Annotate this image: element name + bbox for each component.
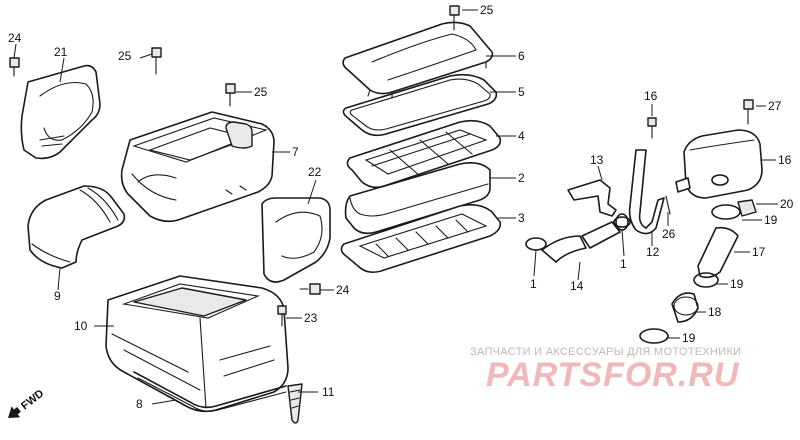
- watermark-caption: ЗАПЧАСТИ И АКСЕССУАРЫ ДЛЯ МОТОТЕХНИКИ: [470, 346, 742, 358]
- leader-lines: [13, 9, 778, 405]
- part-4-element-holder: [346, 119, 502, 189]
- callout-13: 13: [590, 153, 604, 167]
- callout-labels: 1 1 2 3 4 5 6 7 8 9 10 11 12 13 14 16 16…: [8, 3, 794, 411]
- part-2-air-cleaner-element: [344, 162, 491, 235]
- part-21-side-cover: [20, 64, 101, 160]
- callout-1: 1: [530, 277, 537, 291]
- part-7-air-cleaner-case: [120, 111, 275, 223]
- callout-11: 11: [322, 385, 335, 399]
- part-12-breather-tube: [628, 149, 665, 235]
- callout-19: 19: [764, 213, 778, 227]
- callout-5: 5: [518, 85, 525, 99]
- part-11-drain-plug: [287, 383, 303, 424]
- callout-17: 17: [752, 245, 766, 259]
- part-8-gasket: [133, 371, 287, 412]
- callout-14: 14: [570, 279, 584, 293]
- callout-4: 4: [518, 129, 525, 143]
- part-18-drain-plug: [671, 292, 699, 323]
- part-20-clamp: [737, 199, 757, 217]
- part-16-breather-chamber: [675, 129, 763, 199]
- callout-7: 7: [292, 145, 299, 159]
- part-17-drain-hose: [697, 226, 739, 279]
- fwd-arrow-icon: [8, 406, 21, 418]
- callout-19: 19: [730, 277, 744, 291]
- callout-20: 20: [780, 197, 794, 211]
- callout-2: 2: [518, 171, 525, 185]
- part-3-lower-grid: [340, 204, 502, 274]
- callout-26: 26: [662, 227, 676, 241]
- part-13-bracket: [567, 179, 617, 217]
- callout-12: 12: [646, 245, 660, 259]
- part-14-connecting-hose: [541, 213, 629, 263]
- callout-21: 21: [54, 45, 68, 59]
- callout-3: 3: [518, 211, 525, 225]
- callout-6: 6: [518, 49, 525, 63]
- part-10-lower-case: [105, 275, 289, 413]
- part-19-hose-clip: [525, 204, 741, 344]
- callout-25: 25: [254, 85, 268, 99]
- callout-24: 24: [336, 283, 350, 297]
- callout-18: 18: [708, 305, 722, 319]
- callout-24: 24: [8, 31, 22, 45]
- callout-8: 8: [136, 397, 143, 411]
- callout-19: 19: [682, 331, 696, 345]
- callout-23: 23: [304, 311, 318, 325]
- callout-27: 27: [768, 99, 782, 113]
- watermark-logo: PARTSFOR.RU: [486, 356, 740, 394]
- callout-10: 10: [74, 319, 88, 333]
- callout-1: 1: [620, 257, 627, 271]
- callout-16: 16: [778, 153, 792, 167]
- fwd-arrow: FWD: [8, 388, 46, 418]
- part-6-air-cleaner-cover: [342, 21, 494, 99]
- callout-16: 16: [644, 89, 658, 103]
- callout-9: 9: [54, 289, 61, 303]
- callout-25: 25: [118, 49, 132, 63]
- fastener-bolts: [9, 5, 754, 327]
- part-5-cover-seal: [342, 73, 498, 137]
- fwd-label: FWD: [19, 388, 46, 413]
- callout-22: 22: [308, 165, 322, 179]
- part-9-intake-duct: [27, 185, 126, 269]
- callout-25: 25: [480, 3, 494, 17]
- part-22-side-plate: [261, 197, 331, 283]
